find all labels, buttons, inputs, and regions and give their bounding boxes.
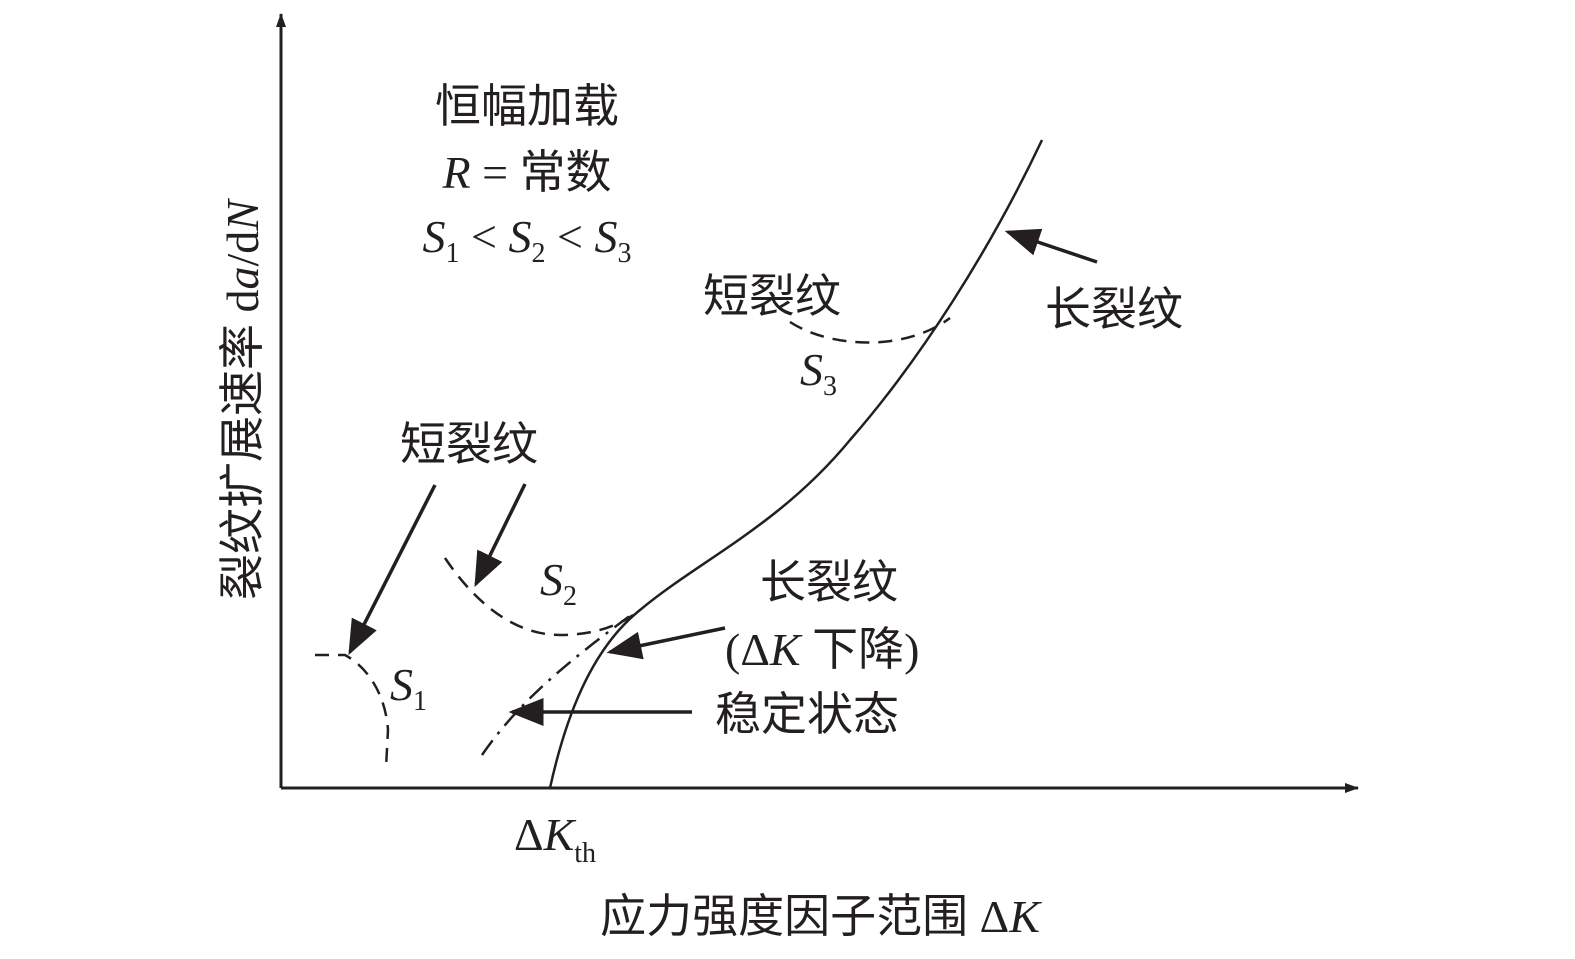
label-short-crack-s3: 短裂纹 [703,271,841,322]
x-axis-label: 应力强度因子范围 ΔK [600,891,1042,942]
short-crack-s1-curve [315,653,390,769]
threshold-label: ΔKth [514,809,596,869]
stress-order: S1 < S2 < S3 [423,211,632,269]
label-steady-state: 稳定状态 [715,689,899,740]
long-crack-curve [548,139,1044,789]
label-dk-decreasing: (ΔK 下降) [725,624,919,675]
short-crack-s2-curve [443,557,641,637]
arrow-short-crack-s1 [348,484,437,656]
label-s1: S1 [390,659,427,717]
short-crack-s3-curve [789,317,951,344]
label-s3: S3 [800,344,837,402]
steady-state-curve [480,610,636,756]
loading-title: 恒幅加载 [435,81,619,132]
arrow-long-crack-top [1004,228,1098,264]
arrow-short-crack-s2 [474,483,527,588]
y-axis-label: 裂纹扩展速率 da/dN [217,198,268,600]
label-s2: S2 [540,554,577,612]
label-short-crack-low: 短裂纹 [400,419,538,470]
arrow-long-crack-decreasing [606,626,726,660]
r-constant: R = 常数 [441,147,611,198]
label-long-crack-top: 长裂纹 [1045,284,1183,335]
label-long-crack-mid: 长裂纹 [760,557,898,608]
